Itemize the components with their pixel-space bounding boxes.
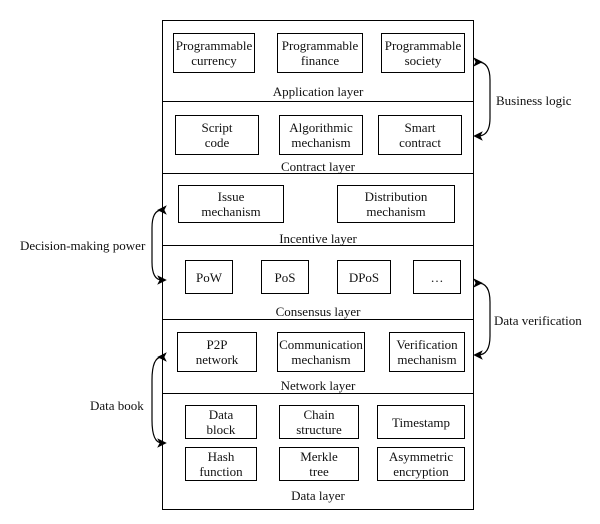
- hash-function-box: Hash function: [185, 447, 257, 481]
- data-book-bracket: [151, 352, 167, 448]
- data-layer: Data block Chain structure Timestamp Has…: [163, 393, 473, 509]
- data-layer-title: Data layer: [291, 488, 345, 503]
- contract-layer: Script code Algorithmic mechanism Smart …: [163, 101, 473, 174]
- network-layer-title: Network layer: [280, 378, 356, 393]
- asymmetric-encryption-box: Asymmetric encryption: [377, 447, 465, 481]
- programmable-finance-box: Programmable finance: [277, 33, 363, 73]
- issue-mechanism-box: Issue mechanism: [178, 185, 284, 223]
- timestamp-box: Timestamp: [377, 405, 465, 439]
- consensus-layer-title: Consensus layer: [275, 304, 361, 319]
- verification-mechanism-box: Verification mechanism: [389, 332, 465, 372]
- ellipsis-box: …: [413, 260, 461, 294]
- layer-stack: Programmable currency Programmable finan…: [162, 20, 474, 510]
- incentive-layer-title: Incentive layer: [279, 231, 357, 246]
- p2p-network-box: P2P network: [177, 332, 257, 372]
- data-block-box: Data block: [185, 405, 257, 439]
- merkle-tree-box: Merkle tree: [279, 447, 359, 481]
- data-verification-label: Data verification: [494, 313, 582, 328]
- programmable-society-box: Programmable society: [381, 33, 465, 73]
- dpos-box: DPoS: [337, 260, 391, 294]
- smart-contract-box: Smart contract: [378, 115, 462, 155]
- data-book-label: Data book: [90, 398, 144, 413]
- script-code-box: Script code: [175, 115, 259, 155]
- pos-box: PoS: [261, 260, 309, 294]
- data-verification-bracket: [473, 278, 491, 360]
- network-layer: P2P network Communication mechanism Veri…: [163, 319, 473, 393]
- consensus-layer: PoW PoS DPoS … Consensus layer: [163, 245, 473, 319]
- decision-making-power-bracket: [151, 205, 167, 285]
- application-layer-title: Application layer: [272, 84, 364, 99]
- decision-making-power-label: Decision-making power: [20, 238, 146, 253]
- contract-layer-title: Contract layer: [281, 159, 355, 174]
- business-logic-label: Business logic: [496, 93, 572, 108]
- programmable-currency-box: Programmable currency: [173, 33, 255, 73]
- pow-box: PoW: [185, 260, 233, 294]
- chain-structure-box: Chain structure: [279, 405, 359, 439]
- business-logic-bracket: [473, 57, 491, 141]
- algorithmic-mechanism-box: Algorithmic mechanism: [279, 115, 363, 155]
- communication-mechanism-box: Communication mechanism: [277, 332, 365, 372]
- application-layer: Programmable currency Programmable finan…: [163, 21, 473, 101]
- incentive-layer: Issue mechanism Distribution mechanism I…: [163, 173, 473, 246]
- distribution-mechanism-box: Distribution mechanism: [337, 185, 455, 223]
